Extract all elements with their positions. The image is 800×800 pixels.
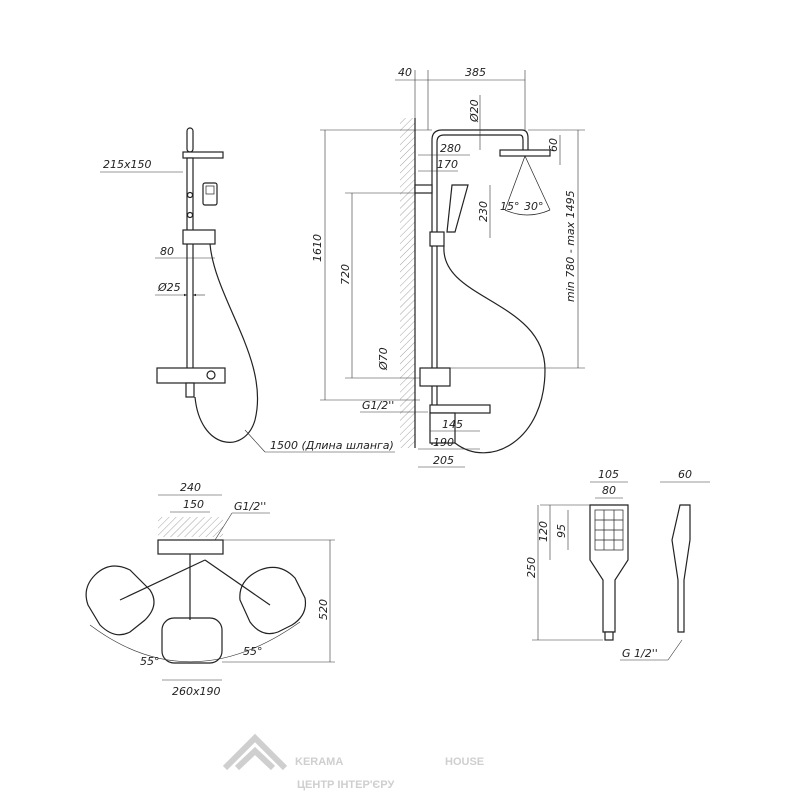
wall-offset-label: 40	[398, 66, 412, 79]
height-range-label: min 780 - max 1495	[564, 190, 577, 302]
head-size-label: 215x150	[103, 158, 152, 171]
holder-side	[429, 231, 445, 247]
thermostat-top	[157, 539, 224, 555]
hose-length-label: 1500 (Длина шланга)	[270, 439, 394, 452]
outlet	[185, 382, 195, 398]
top-angle-left-label: 55°	[140, 655, 160, 668]
hose	[194, 243, 259, 443]
handset-view: 105 80 120 95 250 60 G 1/2''	[525, 468, 710, 661]
centers-label: 150	[183, 498, 204, 511]
watermark-brand-line2: HOUSE	[445, 756, 484, 768]
side-view: 40 385 Ø20 280 170 230 60 15° 30° min 78…	[311, 66, 585, 468]
watermark-brand-line1: KERAMA	[295, 756, 343, 768]
top-angle-right-label: 55°	[243, 645, 263, 658]
wall	[400, 118, 415, 448]
watermark-logo: KERAMA HOUSE ЦЕНТР ІНТЕР'ЄРУ	[222, 733, 484, 791]
thermostat-side	[419, 367, 451, 387]
angle-right-label: 30°	[524, 200, 544, 213]
head-left	[85, 565, 155, 636]
slide-bar	[186, 157, 194, 371]
angle-left-label: 15°	[500, 200, 520, 213]
handset-reach-label: 280	[440, 142, 461, 155]
handset-grid-icon	[205, 185, 215, 195]
nozzle-grid-icon	[595, 510, 623, 550]
width-label: 240	[180, 481, 201, 494]
slide-holder	[182, 229, 216, 245]
head-right	[239, 566, 307, 635]
face-height-outer-label: 120	[537, 521, 550, 542]
holder-reach-label: 170	[437, 158, 458, 171]
total-length-label: 250	[525, 557, 538, 578]
shower-arm	[431, 129, 529, 445]
watermark-tagline: ЦЕНТР ІНТЕР'ЄРУ	[297, 779, 394, 791]
handset-side-view	[671, 504, 691, 633]
flange-diameter-label: Ø70	[377, 347, 390, 371]
front-view: 215x150 80 Ø25 1500 (Длина шланга)	[100, 127, 395, 453]
spout-205-label: 205	[433, 454, 454, 467]
arm-reach-label: 385	[465, 66, 486, 79]
total-height-label: 1610	[311, 234, 324, 262]
depth-label: 520	[317, 599, 330, 620]
head-drop-label: 60	[547, 138, 560, 152]
handset-thread-label: G 1/2''	[622, 647, 658, 660]
holder-height-label: 720	[339, 264, 352, 285]
spout-145-label: 145	[442, 418, 463, 431]
holder-distance-label: 80	[160, 245, 174, 258]
top-thread-label: G1/2''	[234, 500, 266, 513]
face-height-inner-label: 95	[555, 524, 568, 538]
head-center	[161, 617, 223, 664]
head-width-label: 105	[598, 468, 619, 481]
top-view: 240 150 G1/2'' 520 55° 55° 260x190	[85, 481, 335, 698]
face-width-label: 80	[602, 484, 616, 497]
handset-depth-label: 60	[678, 468, 692, 481]
top-knob	[186, 127, 194, 153]
spout	[429, 404, 491, 414]
rotation-arc	[89, 621, 301, 663]
top-head-size-label: 260x190	[172, 685, 221, 698]
thread-label: G1/2''	[362, 399, 394, 412]
handset-front-view	[589, 504, 629, 633]
rain-head-front	[182, 151, 224, 159]
rain-head-side	[499, 149, 551, 157]
handset-height-label: 230	[477, 201, 490, 222]
hose-side	[443, 245, 546, 454]
bar-diameter-label: Ø25	[157, 281, 181, 294]
arm-diameter-label: Ø20	[468, 99, 481, 123]
spout-190-label: 190	[433, 436, 454, 449]
house-logo-icon	[222, 733, 288, 771]
handset-side	[446, 184, 469, 233]
spray-cone	[504, 155, 551, 216]
